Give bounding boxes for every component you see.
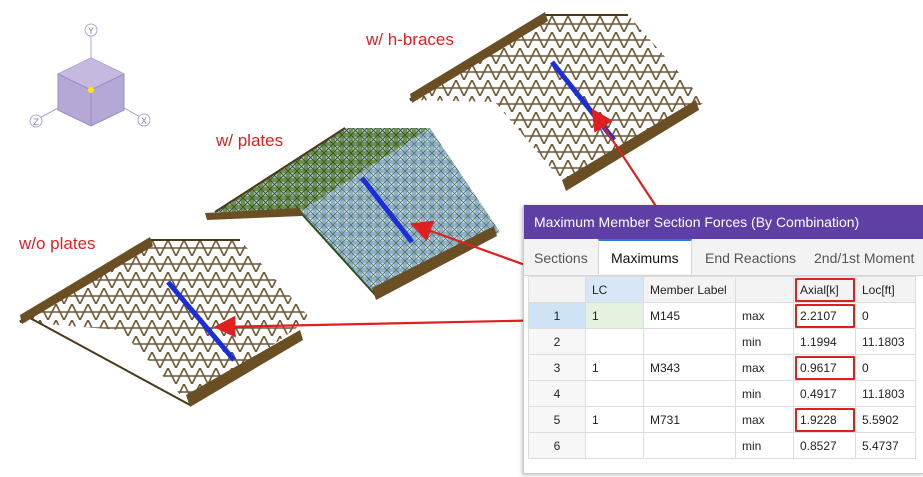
truss-without-plates[interactable] <box>19 237 310 407</box>
cell-axial[interactable]: 1.1994 <box>793 328 856 355</box>
cell-type: max <box>735 406 794 433</box>
cell-loc[interactable]: 5.5902 <box>855 406 916 433</box>
label-with-hbraces: w/ h-braces <box>366 30 454 49</box>
col-header-axial[interactable]: Axial[k] <box>793 276 856 303</box>
table-row[interactable]: 6 min 0.8527 5.4737 <box>528 432 916 459</box>
axis-x-label: X <box>141 117 147 127</box>
cell-lc[interactable] <box>585 380 644 407</box>
tab-bar: Sections Maximums End Reactions 2nd/1st … <box>524 239 923 276</box>
row-number: 5 <box>528 406 586 433</box>
table-row[interactable]: 1 1 M145 max 2.2107 0 <box>528 302 916 329</box>
cell-lc[interactable]: 1 <box>585 354 644 381</box>
cell-loc[interactable]: 11.1803 <box>855 380 916 407</box>
axis-z-label: Z <box>33 118 39 128</box>
tab-sections[interactable]: Sections <box>534 250 588 266</box>
member-m343[interactable] <box>360 176 414 244</box>
cell-type: min <box>735 432 794 459</box>
row-number: 6 <box>528 432 586 459</box>
col-header-rownum <box>528 276 586 303</box>
cell-axial[interactable]: 0.4917 <box>793 380 856 407</box>
row-number: 1 <box>528 302 586 329</box>
cell-axial[interactable]: 2.2107 <box>793 302 856 329</box>
cell-loc[interactable]: 11.1803 <box>855 328 916 355</box>
row-number: 2 <box>528 328 586 355</box>
cell-lc[interactable]: 1 <box>585 302 644 329</box>
cell-axial[interactable]: 0.9617 <box>793 354 856 381</box>
row-number: 4 <box>528 380 586 407</box>
cell-axial[interactable]: 0.8527 <box>793 432 856 459</box>
tab-maximums[interactable]: Maximums <box>598 239 692 274</box>
cell-member[interactable] <box>643 328 736 355</box>
label-with-plates: w/ plates <box>216 131 284 150</box>
cell-member[interactable]: M731 <box>643 406 736 433</box>
cell-member[interactable]: M343 <box>643 354 736 381</box>
cell-type: max <box>735 302 794 329</box>
cell-member[interactable] <box>643 380 736 407</box>
cell-loc[interactable]: 0 <box>855 354 916 381</box>
cell-type: min <box>735 328 794 355</box>
cell-type: min <box>735 380 794 407</box>
cell-loc[interactable]: 0 <box>855 302 916 329</box>
cell-member[interactable] <box>643 432 736 459</box>
tab-2nd-1st-moment[interactable]: 2nd/1st Moment <box>814 250 915 266</box>
panel-title[interactable]: Maximum Member Section Forces (By Combin… <box>524 205 923 239</box>
col-header-loc[interactable]: Loc[ft] <box>855 276 916 303</box>
member-m145[interactable] <box>166 280 236 362</box>
col-header-member-label[interactable]: Member Label <box>643 276 736 303</box>
section-forces-panel: Maximum Member Section Forces (By Combin… <box>523 205 923 474</box>
truss-with-hbraces[interactable] <box>409 12 705 191</box>
cell-lc[interactable]: 1 <box>585 406 644 433</box>
col-header-lc[interactable]: LC <box>585 276 644 303</box>
table-header-row: LC Member Label Axial[k] Loc[ft] <box>528 276 916 303</box>
cell-lc[interactable] <box>585 328 644 355</box>
table-row[interactable]: 5 1 M731 max 1.9228 5.5902 <box>528 406 916 433</box>
view-cube[interactable]: Y Z X <box>29 23 151 128</box>
axis-y-label: Y <box>87 27 94 37</box>
cell-member[interactable]: M145 <box>643 302 736 329</box>
table-row[interactable]: 3 1 M343 max 0.9617 0 <box>528 354 916 381</box>
cell-type: max <box>735 354 794 381</box>
tab-end-reactions[interactable]: End Reactions <box>705 250 797 266</box>
cell-lc[interactable] <box>585 432 644 459</box>
row-number: 3 <box>528 354 586 381</box>
cell-axial[interactable]: 1.9228 <box>793 406 856 433</box>
table-row[interactable]: 4 min 0.4917 11.1803 <box>528 380 916 407</box>
label-without-plates: w/o plates <box>19 234 96 253</box>
col-header-type <box>735 276 794 303</box>
table-row[interactable]: 2 min 1.1994 11.1803 <box>528 328 916 355</box>
cell-loc[interactable]: 5.4737 <box>855 432 916 459</box>
forces-table: LC Member Label Axial[k] Loc[ft] 1 1 M14… <box>528 276 916 459</box>
